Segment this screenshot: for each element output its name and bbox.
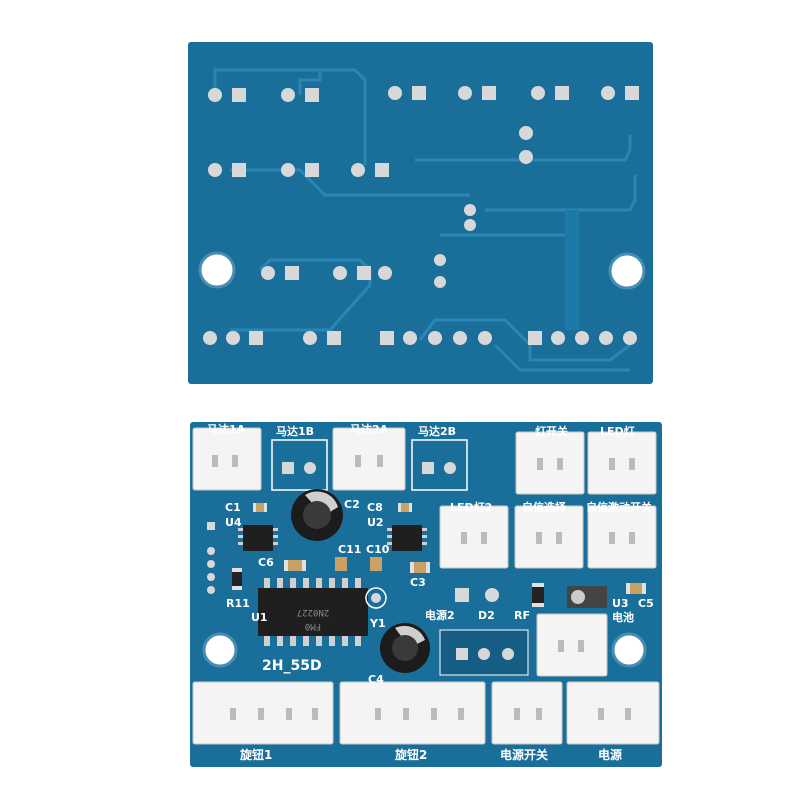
label-light-switch: 灯开关 xyxy=(535,424,568,438)
label-power2: 电源2 xyxy=(425,608,455,622)
mounting-hole-left xyxy=(198,251,236,289)
ic-marking-line2: 2N0227 xyxy=(297,607,330,617)
mounting-hole-right xyxy=(608,252,646,290)
label-motor-1b: 马达1B xyxy=(276,424,314,438)
ref-c8: C8 xyxy=(367,501,383,514)
ref-c5: C5 xyxy=(638,597,654,610)
edge-pads xyxy=(207,522,215,594)
ref-c6: C6 xyxy=(258,556,274,569)
label-led-light-2: LED灯2 xyxy=(450,500,492,514)
silkscreen-labels: 马达1A 马达1B 马达2A 马达2B 灯开关 LED灯 LED灯2 自信选择 … xyxy=(207,422,654,762)
mounting-hole-left xyxy=(202,632,238,668)
capacitor-c4 xyxy=(380,623,430,673)
top-connectors xyxy=(192,427,657,677)
ref-c4: C4 xyxy=(368,673,384,686)
ref-rf: RF xyxy=(514,609,530,622)
board-model: 2H_55D xyxy=(262,658,322,674)
pcb-back-pads xyxy=(203,86,639,345)
power2-area xyxy=(439,588,529,676)
pcb-front-board: 2N0227 FM0 xyxy=(190,422,662,767)
pcb-back-substrate xyxy=(188,42,653,384)
ref-r11: R11 xyxy=(226,597,250,610)
connector-auto-select xyxy=(514,505,584,569)
label-power-switch: 电源开关 xyxy=(500,747,548,762)
label-knob1: 旋钮1 xyxy=(239,747,272,762)
label-auto-start: 自信激动开关 xyxy=(586,500,652,514)
label-motor-2b: 马达2B xyxy=(418,424,456,438)
label-auto-select: 自信选择 xyxy=(522,500,567,514)
label-motor-1a: 马达1A xyxy=(207,422,246,436)
ref-y1: Y1 xyxy=(369,617,386,630)
connector-motor-1a xyxy=(192,427,262,491)
ref-u1: U1 xyxy=(251,611,268,624)
ref-c10: C10 xyxy=(366,543,390,556)
label-knob2: 旋钮2 xyxy=(394,747,427,762)
motor-b-pads xyxy=(271,439,468,491)
label-power: 电源 xyxy=(598,747,622,762)
bottom-connector-pins xyxy=(230,708,631,720)
ref-c1: C1 xyxy=(225,501,241,514)
smd-components xyxy=(232,503,646,609)
ref-d2: D2 xyxy=(478,609,495,622)
connector-battery xyxy=(536,613,608,677)
power-trace xyxy=(565,210,579,330)
connector-power-switch xyxy=(491,681,563,745)
connector-auto-start xyxy=(587,505,657,569)
connector-led-light xyxy=(587,431,657,495)
ref-c2: C2 xyxy=(344,498,360,511)
connector-led-light-2 xyxy=(439,505,509,569)
label-motor-2a: 马达2A xyxy=(350,422,389,436)
ref-u3: U3 xyxy=(612,597,629,610)
pcb-back-board xyxy=(188,42,653,384)
connector-pins xyxy=(212,455,635,652)
ref-u2: U2 xyxy=(367,516,384,529)
chip-u4 xyxy=(238,525,278,551)
mounting-hole-right xyxy=(611,632,647,668)
ref-u4: U4 xyxy=(225,516,242,529)
ref-c11: C11 xyxy=(338,543,361,556)
capacitor-c2 xyxy=(291,489,343,541)
pcb-back-traces xyxy=(213,68,637,372)
connector-knob-2 xyxy=(339,681,486,745)
ref-c3: C3 xyxy=(410,576,426,589)
chip-u1: 2N0227 FM0 xyxy=(258,578,368,646)
connector-light-switch xyxy=(515,431,585,495)
connector-motor-2a xyxy=(332,427,406,491)
chip-u2 xyxy=(387,525,427,551)
ic-marking-line1: FM0 xyxy=(305,621,321,631)
label-battery: 电池 xyxy=(612,610,634,624)
connector-power xyxy=(566,681,660,745)
label-led-light: LED灯 xyxy=(600,424,635,438)
